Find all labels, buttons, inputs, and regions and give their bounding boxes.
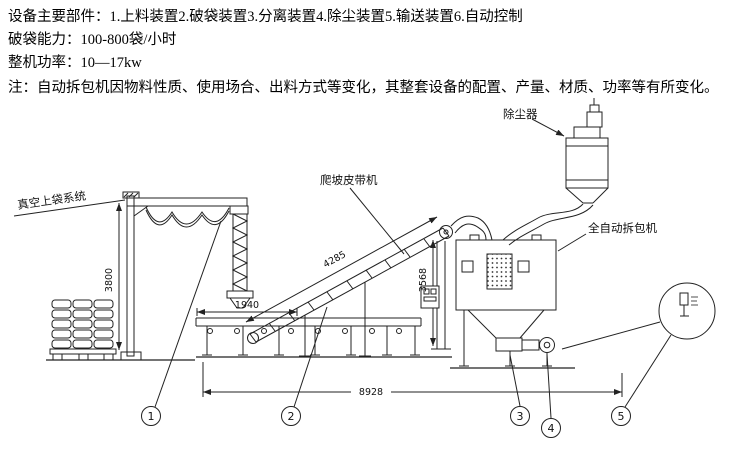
dim-8928: 8928: [359, 387, 383, 398]
header-main-parts: 设备主要部件：1.上料装置2.破袋装置3.分离装置4.除尘装置5.输送装置6.自…: [8, 9, 523, 25]
callout-5: 5: [618, 410, 625, 423]
vacuum-system-label-text: 真空上袋系统: [16, 188, 87, 212]
callout-1: 1: [148, 410, 155, 423]
dim-3800: 3800: [104, 268, 115, 292]
auto-unpacker-label-text: 全自动拆包机: [588, 221, 657, 235]
climbing-conveyor-label-text: 爬坡皮带机: [320, 173, 378, 187]
header-power: 整机功率：10—17kw: [8, 55, 142, 71]
auto-unpacker-label: 全自动拆包机: [557, 221, 657, 252]
dust-collector-label: 除尘器: [503, 107, 565, 137]
callouts: [141, 220, 672, 438]
callout-2: 2: [288, 410, 295, 423]
dimension-left-height: 3800: [104, 203, 122, 350]
dimension-incline-length: 4285: [245, 216, 438, 323]
callout-3: 3: [517, 410, 524, 423]
header-note: 注：自动拆包机因物料性质、使用场合、出料方式等变化，其整套设备的配置、产量、材质…: [8, 80, 719, 96]
dust-collector-label-text: 除尘器: [503, 107, 538, 121]
infeed-conveyor: [195, 317, 452, 358]
dimension-overall-length: 8928: [202, 362, 623, 398]
detail-balloon: [561, 282, 716, 350]
climbing-conveyor-label: 爬坡皮带机: [320, 173, 405, 255]
control-box: [420, 285, 440, 309]
bag-stack: [51, 299, 114, 349]
dim-3568: 3568: [418, 268, 429, 292]
bag-breaker-machine: [450, 234, 575, 369]
vacuum-bag-loader: [46, 191, 254, 361]
vacuum-system-label: 真空上袋系统: [13, 188, 126, 217]
dim-1940: 1940: [235, 300, 259, 311]
climbing-belt-conveyor: [247, 215, 493, 357]
dim-4285: 4285: [322, 249, 348, 270]
header-capacity: 破袋能力：100-800袋/小时: [8, 32, 177, 48]
callout-4: 4: [548, 422, 555, 435]
dust-collector: [502, 98, 609, 246]
